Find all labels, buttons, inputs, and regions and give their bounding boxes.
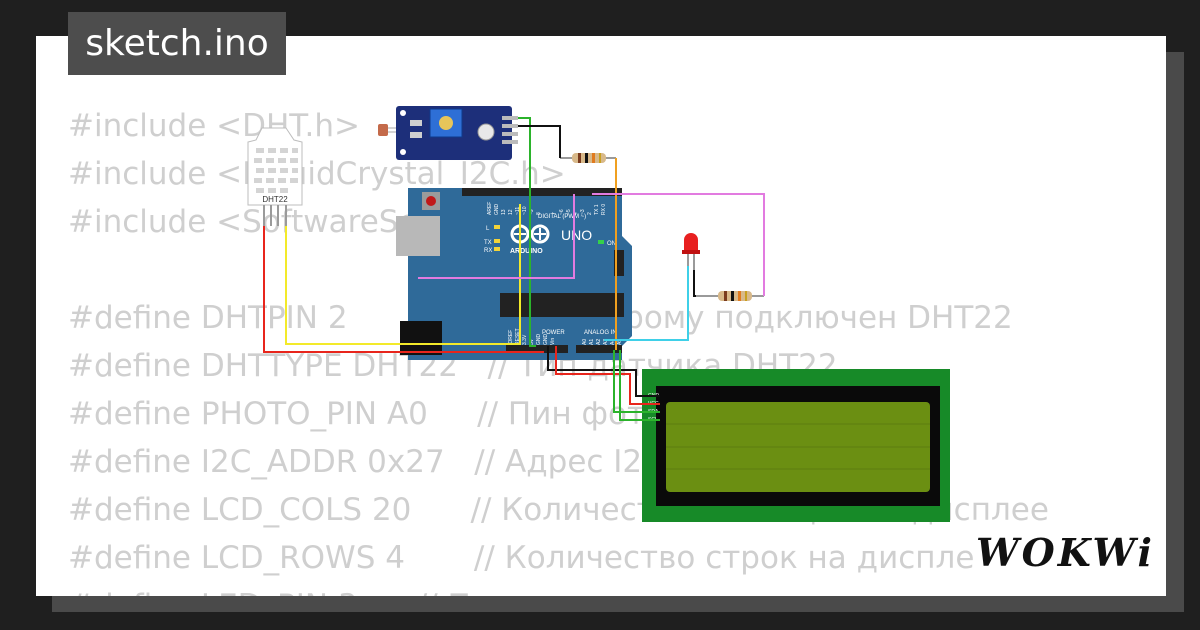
rx-label: RX [484, 248, 492, 254]
on-label: ON [607, 241, 616, 247]
pin-label: 7 [552, 212, 558, 215]
pin-label: 3.3V [522, 334, 528, 345]
pin-label: Vin [550, 338, 556, 345]
arduino-uno-board[interactable]: UNO ARDUINO DIGITAL (PWM ~) ANALOG IN PO… [396, 188, 632, 360]
pin-label: A2 [596, 339, 602, 345]
pin-label: RX 0 [601, 204, 607, 215]
pin-label: ~10 [522, 206, 528, 215]
wire-lcd-gnd [547, 346, 660, 397]
pin-label: RESET [515, 328, 521, 345]
led[interactable] [682, 233, 700, 270]
wire-pink [592, 193, 765, 296]
resistor-led[interactable] [696, 291, 764, 301]
digital-label: DIGITAL (PWM ~) [538, 214, 586, 220]
pin-label: 12 [508, 209, 514, 215]
pin-label: ~5 [566, 209, 572, 215]
wire-lcd-vcc [555, 346, 660, 405]
pin-label: ~3 [580, 209, 586, 215]
code-line: #include <DHT.h> [68, 108, 361, 144]
l-label: L [486, 226, 490, 232]
resistor-top[interactable] [560, 153, 616, 163]
pin-label: ~11 [515, 207, 521, 215]
wire-green [518, 117, 536, 347]
pin-label: A4 [610, 339, 616, 345]
wire-lcd-sda [613, 350, 660, 413]
pin-label: ~9 [529, 209, 535, 215]
wire-black-led [693, 270, 696, 297]
pin-label: GND [543, 334, 549, 346]
pin-label: 4 [573, 212, 579, 215]
wire-lcd-scl [619, 350, 660, 421]
wire-black-module [518, 125, 561, 158]
wires [263, 117, 765, 421]
pin-label: A1 [589, 339, 595, 345]
pin-label: GND [536, 334, 542, 346]
code-line: #define LCD_ROWS 4 // Количество строк н… [68, 540, 994, 576]
pin-label: 13 [501, 209, 507, 215]
pin-label: TX 1 [594, 204, 600, 215]
photoresistor-module[interactable] [378, 106, 518, 160]
pin-label: 5V [529, 338, 535, 345]
wire-cyan [604, 266, 689, 341]
power-label: POWER [542, 330, 565, 336]
arduino-model: UNO [561, 227, 592, 243]
pin-label: IOREF [508, 330, 514, 345]
pin-label: AREF [487, 202, 493, 215]
file-tab[interactable]: sketch.ino [68, 12, 286, 75]
pin-label: A0 [582, 339, 588, 345]
code-line: #define DHTTYPE DHT22 // Тип датчика DHT… [68, 348, 838, 384]
arduino-brand: ARDUINO [510, 248, 543, 255]
wire-yellow [285, 204, 521, 345]
dht-label: DHT22 [262, 195, 288, 204]
pin-label: A5 [617, 339, 623, 345]
pin-label: GND [494, 204, 500, 216]
pin-label: A3 [603, 339, 609, 345]
pin-label: ~6 [559, 209, 565, 215]
wire-pink-2 [418, 194, 575, 279]
analog-label: ANALOG IN [584, 330, 617, 336]
code-line: #define LED_PIN 3 // Пин светодиода [68, 582, 1049, 596]
lcd-display[interactable]: GND VCC SDA SCL [642, 369, 950, 522]
pin-label: 8 [536, 212, 542, 215]
tx-label: TX [484, 240, 492, 246]
dht22-sensor[interactable]: DHT22 [247, 127, 303, 226]
wokwi-logo: WOKWi [976, 530, 1155, 576]
wire-red [263, 226, 544, 353]
pin-label: 2 [587, 212, 593, 215]
